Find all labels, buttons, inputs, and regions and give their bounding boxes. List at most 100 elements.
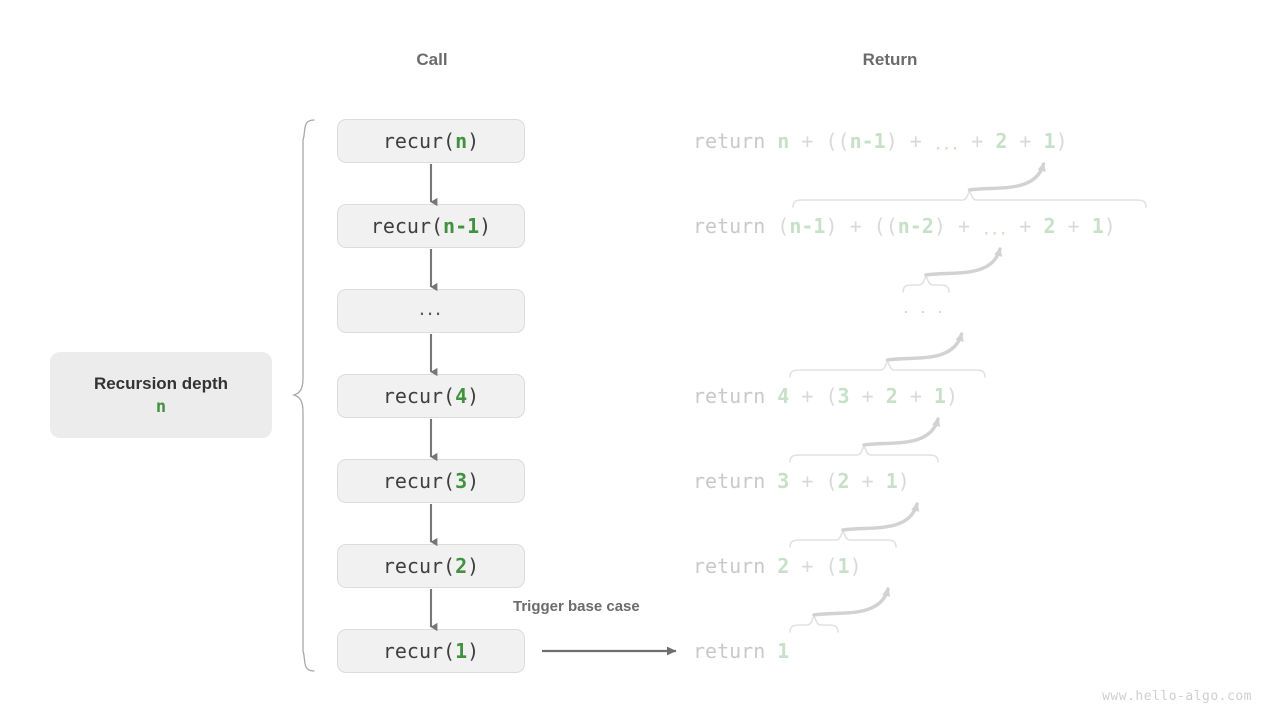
call-box-n-1: recur(n-1) — [337, 204, 525, 248]
call-box-paren-close: ) — [467, 129, 480, 153]
call-box-n: recur(n) — [337, 119, 525, 163]
return-paren: ) — [897, 469, 910, 493]
return-flow-arrow-1 — [967, 162, 1046, 192]
call-box-label: ... — [418, 295, 444, 320]
return-space — [874, 384, 886, 408]
return-expression: n + ((n-1) + ··· + 2 + 1) — [777, 129, 1068, 157]
call-box-paren-close: ) — [467, 384, 480, 408]
return-keyword: return — [693, 469, 778, 493]
return-expression: (n-1) + ((n-2) + ··· + 2 + 1) — [777, 214, 1116, 242]
return-operator: + — [971, 129, 984, 153]
call-box-paren-close: ) — [479, 214, 492, 238]
return-space — [789, 469, 801, 493]
call-box-fn-name: recur( — [370, 214, 444, 238]
return-paren: ( — [777, 214, 790, 238]
return-space — [789, 129, 801, 153]
return-paren: ( — [825, 384, 838, 408]
return-paren: ( — [825, 469, 838, 493]
return-space — [1031, 214, 1043, 238]
return-paren: ) — [849, 554, 862, 578]
call-box-argument: 4 — [455, 384, 468, 408]
return-line-dots: · · · — [903, 289, 946, 333]
call-box-argument: 3 — [455, 469, 468, 493]
call-box-fn-name: recur( — [382, 469, 456, 493]
return-paren: ) — [1055, 129, 1068, 153]
return-flow-arrow-3 — [885, 332, 964, 362]
return-space — [1056, 214, 1068, 238]
return-space — [922, 129, 934, 153]
call-box-argument: n — [455, 129, 468, 153]
call-box-fn-name: recur( — [382, 384, 456, 408]
return-paren: ( — [825, 129, 838, 153]
return-term: 1 — [777, 639, 790, 663]
watermark: www.hello-algo.com — [1102, 689, 1252, 704]
return-line-n-1: return (n-1) + ((n-2) + ··· + 2 + 1) — [693, 204, 1116, 248]
call-box-2: recur(2) — [337, 544, 525, 588]
return-line-n: return n + ((n-1) + ··· + 2 + 1) — [693, 119, 1068, 163]
return-keyword: return — [693, 554, 778, 578]
return-expression: 3 + (2 + 1) — [777, 469, 910, 493]
recursion-depth-card: Recursion depth n — [50, 352, 272, 438]
return-space — [1007, 129, 1019, 153]
return-operator: + — [1019, 129, 1032, 153]
return-term: 2 — [837, 469, 850, 493]
return-paren: ( — [873, 214, 886, 238]
return-line-4: return 4 + (3 + 2 + 1) — [693, 374, 958, 418]
return-operator: + — [801, 384, 814, 408]
call-box-1: recur(1) — [337, 629, 525, 673]
return-term: 1 — [885, 469, 898, 493]
return-term: 4 — [777, 384, 790, 408]
return-expression: 1 — [777, 639, 789, 663]
column-header-call: Call — [416, 50, 448, 69]
return-space — [946, 214, 958, 238]
return-term: n-1 — [789, 214, 826, 238]
call-box-argument: 1 — [455, 639, 468, 663]
return-space — [862, 214, 874, 238]
return-operator: + — [801, 554, 814, 578]
return-keyword: return — [693, 384, 778, 408]
return-term: n-1 — [849, 129, 886, 153]
call-box-paren-close: ) — [467, 554, 480, 578]
return-paren: ( — [825, 554, 838, 578]
return-paren: ) — [825, 214, 838, 238]
call-box-fn-name: recur( — [382, 554, 456, 578]
return-operator: + — [861, 469, 874, 493]
return-term: n — [777, 129, 790, 153]
call-box-dots: ... — [337, 289, 525, 333]
return-keyword: return — [693, 214, 778, 238]
return-flow-arrow-4 — [862, 417, 941, 447]
return-brace-6 — [789, 616, 839, 633]
call-box-paren-close: ) — [467, 639, 480, 663]
return-term: n-2 — [897, 214, 934, 238]
return-operator: + — [801, 129, 814, 153]
recursion-depth-brace — [291, 119, 315, 672]
return-space — [838, 214, 850, 238]
return-flow-arrow-6 — [812, 587, 891, 617]
return-paren: ) — [933, 214, 946, 238]
return-space — [922, 384, 934, 408]
return-space — [970, 214, 982, 238]
return-paren: ( — [837, 129, 850, 153]
return-operator: + — [1019, 214, 1032, 238]
return-term: 1 — [933, 384, 946, 408]
return-space — [874, 469, 886, 493]
return-expression: 4 + (3 + 2 + 1) — [777, 384, 958, 408]
return-space — [1007, 214, 1019, 238]
return-paren: ) — [885, 129, 898, 153]
recursion-depth-value: n — [155, 396, 167, 417]
return-term: 1 — [1043, 129, 1056, 153]
return-space — [813, 469, 825, 493]
return-paren: ) — [1103, 214, 1116, 238]
return-term: 2 — [885, 384, 898, 408]
return-term: 2 — [777, 554, 790, 578]
return-line-2: return 2 + (1) — [693, 544, 862, 588]
return-space — [959, 129, 971, 153]
call-box-fn-name: recur( — [382, 129, 456, 153]
call-box-4: recur(4) — [337, 374, 525, 418]
return-space — [1031, 129, 1043, 153]
return-keyword: return — [693, 129, 778, 153]
call-box-argument: 2 — [455, 554, 468, 578]
return-operator: + — [861, 384, 874, 408]
return-space — [813, 129, 825, 153]
return-term: 1 — [837, 554, 850, 578]
